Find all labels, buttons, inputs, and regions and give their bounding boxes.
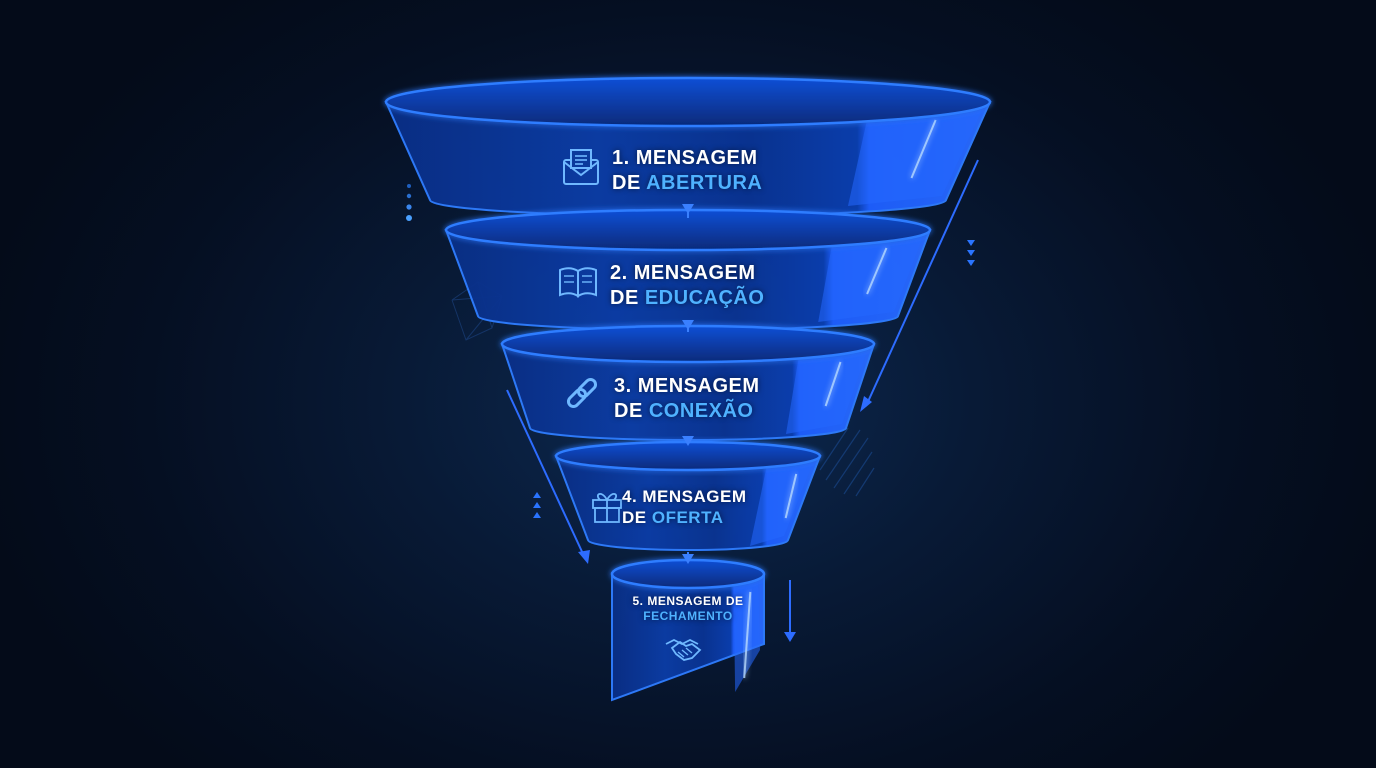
stage-subtitle: DE OFERTA (622, 507, 747, 528)
funnel-band-rim (384, 76, 992, 128)
stage-subtitle: DE CONEXÃO (614, 399, 760, 424)
stage-connector-arrow (682, 552, 694, 564)
decorative-triangles-left (533, 492, 541, 518)
stage-highlight: CONEXÃO (648, 400, 754, 422)
stage-connector-arrow (682, 436, 694, 446)
stage-title: 4. MENSAGEM (622, 487, 747, 506)
funnel-band-shine (784, 473, 798, 519)
funnel-stage-4 (554, 440, 822, 551)
flow-arrow-bottom-right (784, 580, 796, 642)
stage-subtitle: DE ABERTURA (612, 171, 762, 196)
stage-title: 5. MENSAGEM DE (632, 594, 744, 608)
handshake-icon (665, 638, 702, 661)
funnel-band-highlight (847, 106, 984, 206)
decorative-hatch-circle (819, 427, 875, 497)
funnel-band-highlight (750, 460, 814, 546)
book-icon (559, 267, 597, 298)
stage-prefix: DE (622, 508, 652, 528)
link-icon (566, 377, 598, 409)
envelope-icon (563, 149, 599, 185)
stage-highlight: ABERTURA (646, 172, 763, 194)
funnel-band-shine (824, 361, 842, 407)
gift-icon (592, 493, 622, 523)
stage-highlight: OFERTA (651, 508, 724, 528)
flow-arrow-left (506, 389, 590, 564)
funnel-band-body (554, 455, 822, 551)
stage-title: 3. MENSAGEM (614, 375, 760, 397)
funnel-stage-3 (500, 324, 876, 441)
stage-subtitle: FECHAMENTO (612, 609, 764, 624)
stage-prefix: DE (614, 400, 649, 422)
flow-arrow-right (860, 159, 979, 412)
decorative-dots-left (406, 184, 412, 221)
stage-connector-arrow (682, 320, 694, 332)
stage-highlight: EDUCAÇÃO (644, 287, 765, 309)
funnel-band-rim (610, 558, 766, 590)
funnel-band-rim (554, 440, 822, 472)
funnel-band-highlight (818, 234, 924, 322)
stage-subtitle: DE EDUCAÇÃO (610, 286, 764, 311)
decorative-triangles-right (967, 240, 975, 266)
stage-title: 1. MENSAGEM (612, 147, 758, 169)
stage-prefix: DE (610, 287, 645, 309)
stage-title: 2. MENSAGEM (610, 262, 756, 284)
funnel-band-shine (866, 247, 888, 295)
stage-prefix: DE (612, 172, 647, 194)
funnel-band-shine (743, 591, 752, 679)
funnel-stage-5 (610, 558, 766, 702)
stage-connector-arrow (682, 204, 694, 218)
funnel-band-shine (910, 119, 937, 179)
funnel-band-highlight (785, 348, 868, 434)
stage-highlight: FECHAMENTO (643, 609, 733, 623)
funnel-band-body (500, 343, 876, 441)
